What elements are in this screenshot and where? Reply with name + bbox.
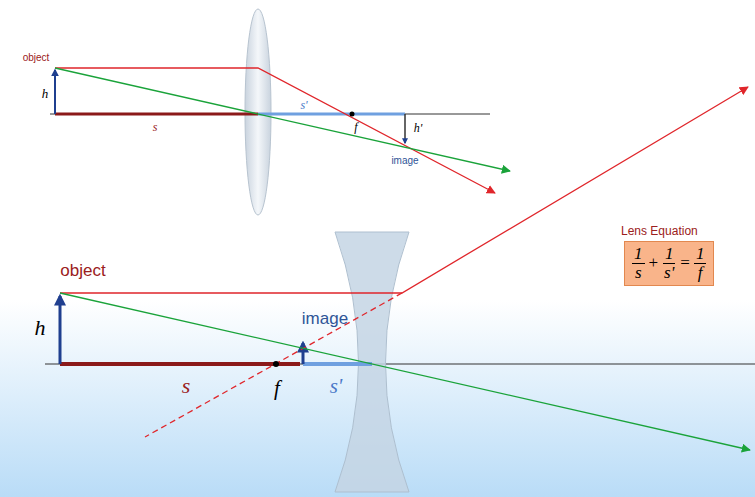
optical-axis: [50, 114, 490, 115]
object-distance-bar: [60, 362, 300, 366]
focal-point: [350, 112, 355, 117]
fraction: 1s: [632, 245, 645, 282]
numerator: 1: [663, 245, 676, 264]
denominator: s': [662, 264, 676, 282]
object-label: object: [60, 262, 105, 279]
focal-point: [273, 361, 279, 367]
height-label: h: [42, 87, 49, 100]
image-distance-bar: [303, 362, 372, 366]
distance-label: s: [153, 121, 158, 133]
equation-heading: Lens Equation: [621, 224, 698, 238]
height-label: h': [414, 122, 423, 134]
image-label: image: [391, 156, 418, 166]
numerator: 1: [632, 245, 645, 264]
denominator: f: [696, 264, 705, 282]
denominator: s: [633, 264, 644, 282]
image-arrow: [302, 343, 305, 364]
numerator: 1: [694, 245, 707, 264]
object-arrow: [54, 70, 56, 114]
virtual-ray: [145, 293, 402, 437]
object-distance-bar: [55, 113, 258, 116]
object-label: object: [23, 53, 50, 63]
image-label: image: [302, 310, 348, 327]
optical-axis: [45, 364, 755, 365]
parallel-ray: [60, 87, 748, 293]
fraction: 1f: [694, 245, 707, 282]
focal-label: f: [354, 121, 357, 133]
image-distance-bar: [258, 113, 405, 116]
distance-label: s: [182, 375, 191, 397]
operator: +: [649, 253, 659, 273]
fraction: 1s': [662, 245, 676, 282]
distance-label: s': [330, 376, 343, 397]
equation-box: 1s+1s'=1f: [624, 241, 714, 286]
height-label: h: [35, 317, 46, 339]
center-ray: [55, 68, 510, 171]
operator: =: [680, 253, 690, 273]
parallel-ray: [55, 68, 495, 193]
distance-label: s': [300, 99, 307, 111]
object-arrow: [59, 296, 62, 364]
image-arrow: [404, 114, 406, 143]
center-ray: [60, 293, 750, 450]
focal-label: f: [274, 378, 280, 399]
